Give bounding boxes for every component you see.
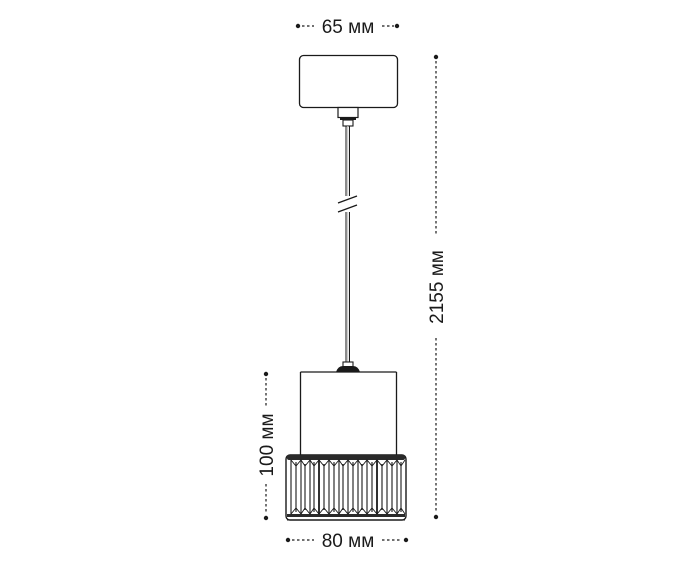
dimension-endpoint (263, 515, 269, 521)
canopy-width-label: 65 мм (322, 17, 375, 38)
shade-height-label: 100 мм (257, 413, 278, 476)
dimension-endpoint (433, 514, 439, 520)
dimension-endpoint (263, 371, 269, 377)
total-height-label: 2155 мм (427, 250, 448, 324)
cord (337, 126, 358, 362)
canopy-width-dimension: 65 мм (295, 17, 400, 38)
shade-body (299, 371, 398, 456)
total-height-dimension: 2155 мм (427, 54, 448, 520)
dimension-endpoint (394, 23, 400, 29)
shade-width-dimension: 80 мм (285, 531, 409, 552)
canopy (298, 54, 399, 127)
shade-fitting (336, 361, 360, 372)
dimension-endpoint (285, 537, 291, 543)
shade-height-dimension: 100 мм (257, 371, 278, 521)
crystal-band (285, 454, 407, 521)
cord-break-icon (337, 195, 358, 213)
dimension-endpoint (433, 54, 439, 60)
dimension-endpoint (295, 23, 301, 29)
dimension-endpoint (403, 537, 409, 543)
shade-width-label: 80 мм (322, 531, 375, 552)
